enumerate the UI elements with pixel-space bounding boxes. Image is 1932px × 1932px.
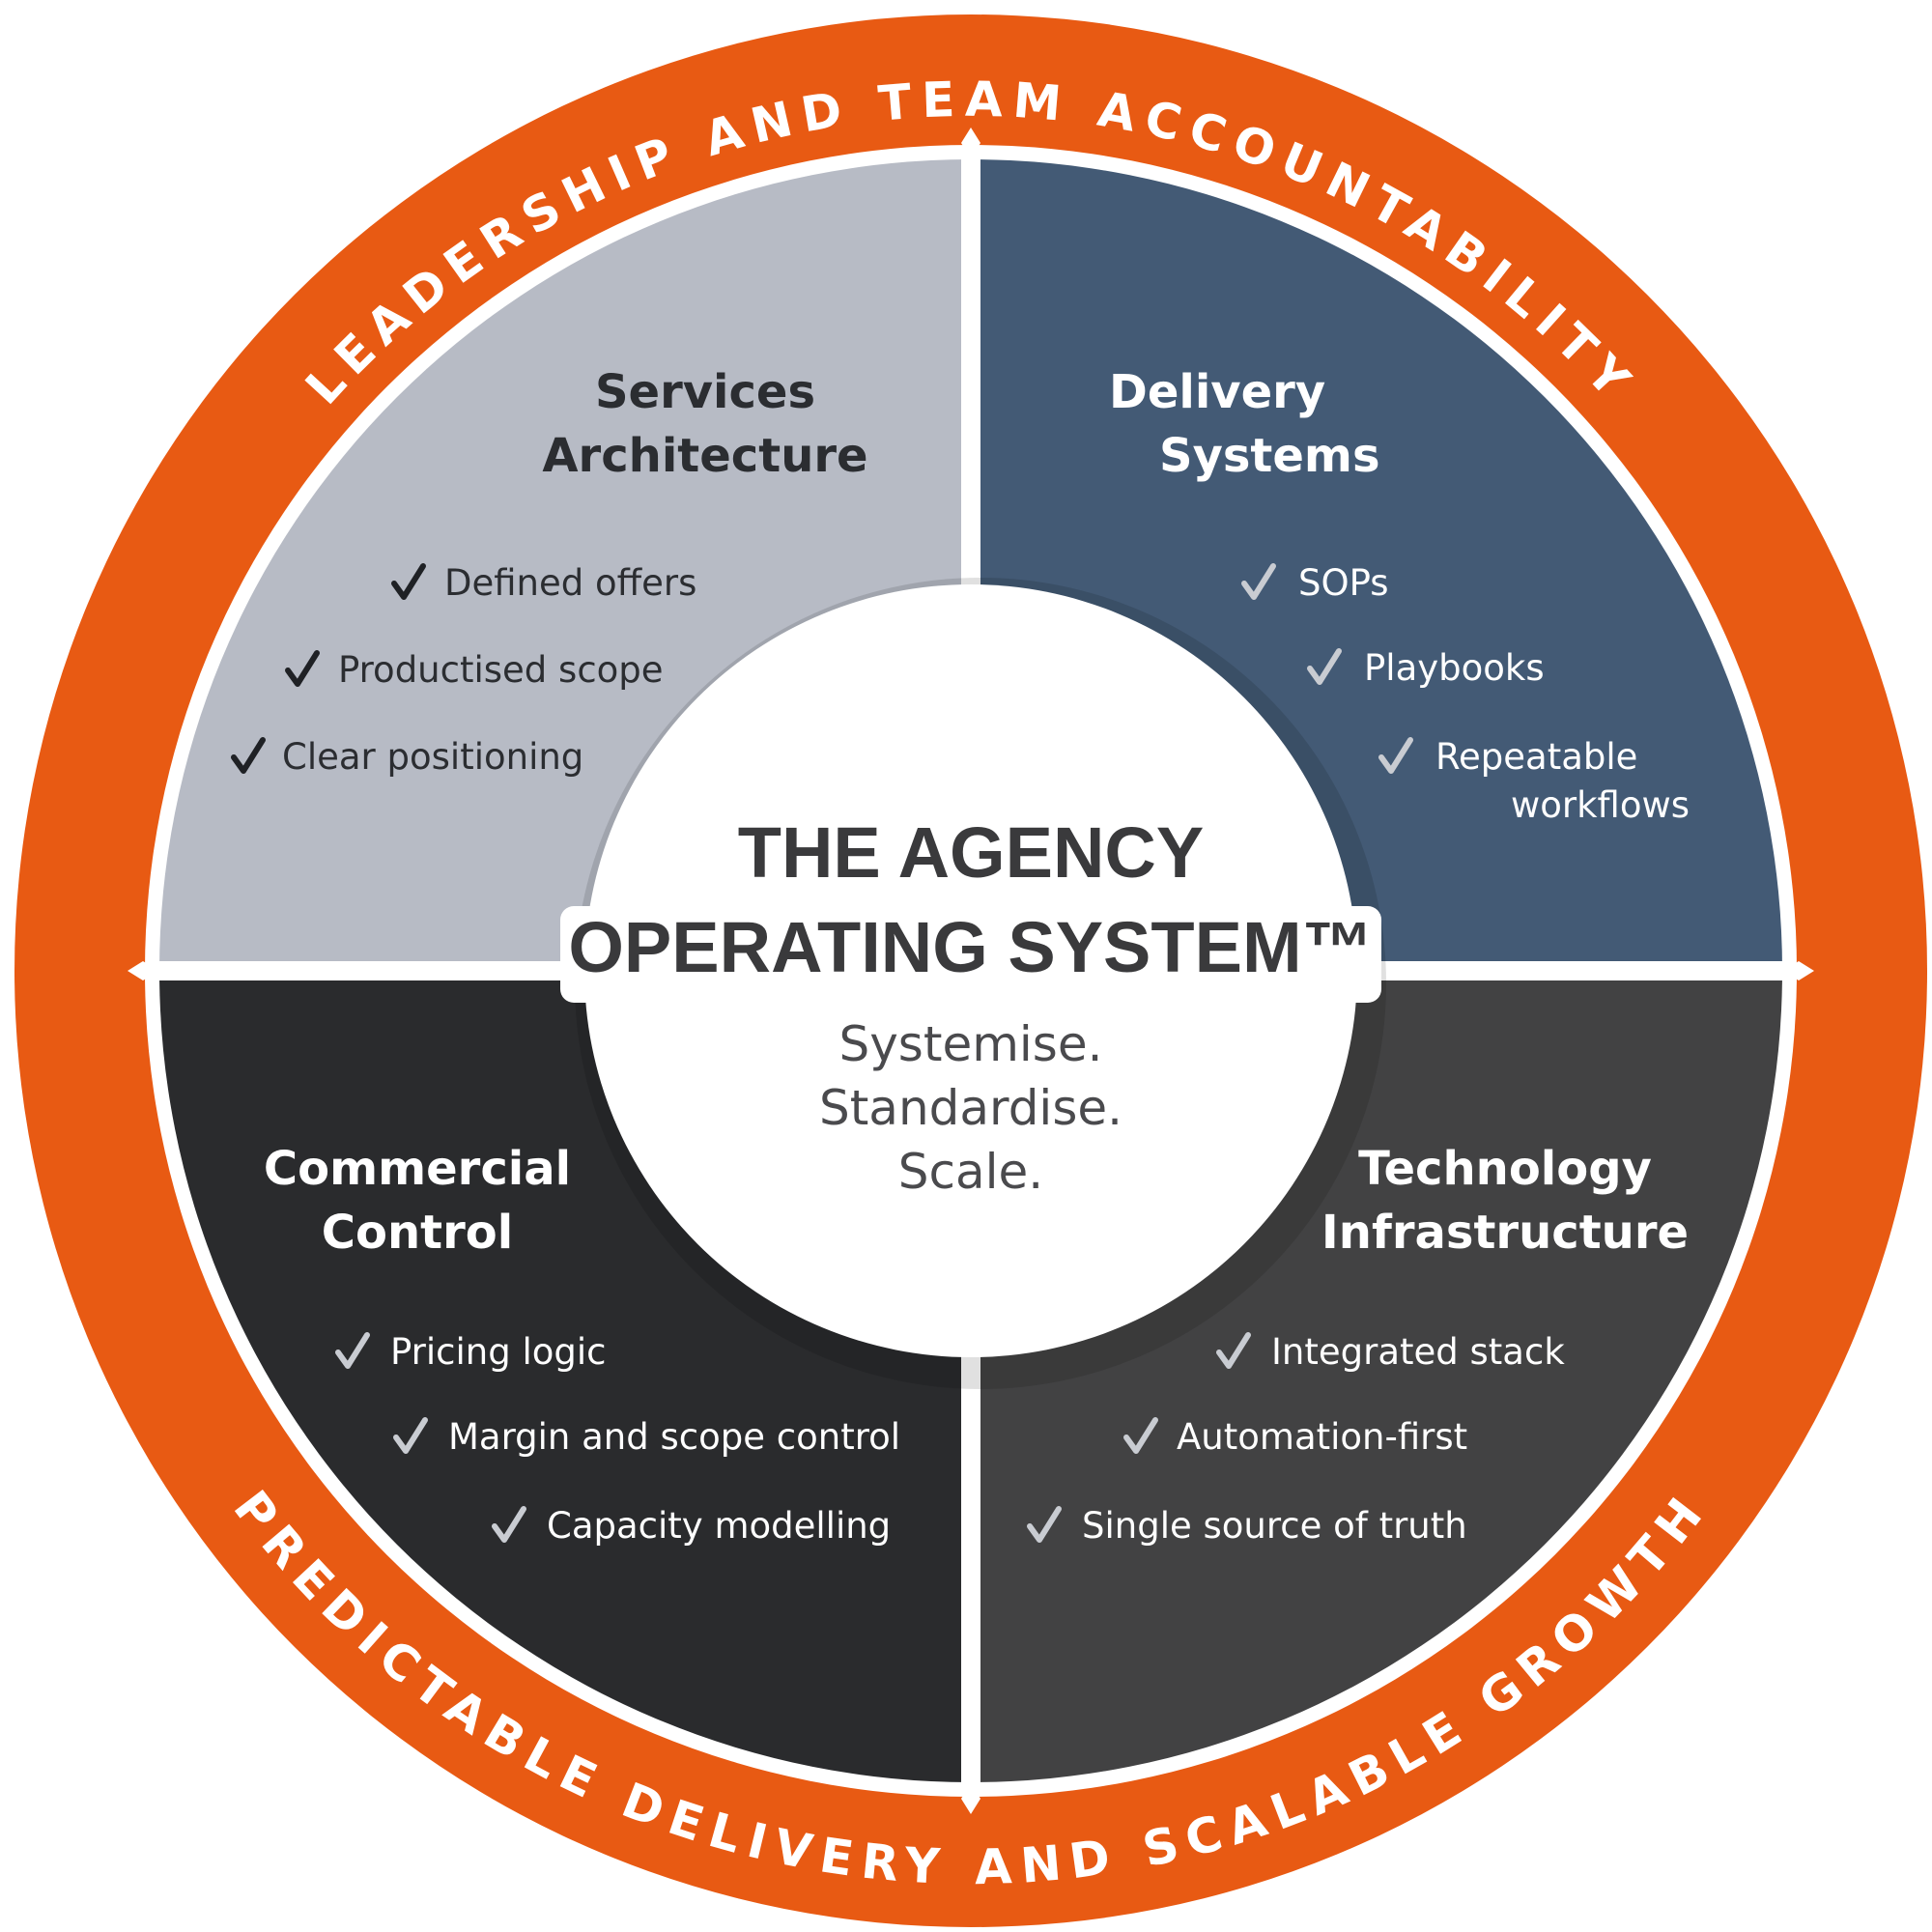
core-tagline-1: Systemise. [838,1016,1102,1072]
services-item-2: Productised scope [288,649,664,691]
svg-text:Defined offers: Defined offers [444,562,696,604]
services-title-line1: Services [595,365,815,419]
core-tagline-2: Standardise. [819,1080,1122,1136]
technology-item-3: Single source of truth [1030,1505,1467,1547]
technology-infrastructure-block: Technology Infrastructure Integrated sta… [1030,1142,1689,1547]
svg-text:Repeatable: Repeatable [1435,736,1637,778]
svg-text:Integrated stack: Integrated stack [1271,1331,1565,1373]
technology-item-2: Automation-first [1126,1416,1467,1458]
commercial-title-line2: Control [322,1206,513,1260]
technology-item-1: Integrated stack [1219,1331,1565,1373]
services-item-1: Defined offers [394,562,696,604]
svg-text:Productised scope: Productised scope [338,649,664,691]
svg-text:Capacity modelling: Capacity modelling [547,1505,891,1547]
technology-title-line2: Infrastructure [1321,1206,1689,1260]
svg-text:Margin and scope control: Margin and scope control [448,1416,900,1458]
commercial-control-block: Commercial Control Pricing logic Margin … [264,1142,900,1547]
svg-text:SOPs: SOPs [1298,562,1389,604]
svg-text:Pricing logic: Pricing logic [390,1331,607,1373]
core-tagline-3: Scale. [898,1144,1043,1200]
delivery-systems-block: Delivery Systems SOPs Playbooks Repeatab… [1109,365,1690,826]
commercial-item-1: Pricing logic [338,1331,607,1373]
core-title-line1: THE AGENCY [738,812,1204,893]
delivery-title-line1: Delivery [1109,365,1325,419]
core-title-line2-backdrop [560,906,1381,1003]
delivery-item-1: SOPs [1244,562,1389,604]
technology-title-line1: Technology [1358,1142,1652,1196]
commercial-item-3: Capacity modelling [495,1505,891,1547]
svg-text:workflows: workflows [1511,784,1690,826]
commercial-title-line1: Commercial [264,1142,571,1196]
svg-text:Clear positioning: Clear positioning [282,736,583,778]
core-title-line2: OPERATING SYSTEM™ [568,907,1373,987]
delivery-item-3: Repeatable workflows [1381,736,1690,826]
services-architecture-block: Services Architecture Defined offers Pro… [234,365,868,778]
services-item-3: Clear positioning [234,736,583,778]
svg-text:Automation-first: Automation-first [1177,1416,1467,1458]
svg-text:Single source of truth: Single source of truth [1082,1505,1467,1547]
services-title-line2: Architecture [542,429,867,483]
divider-markers [128,128,1814,1814]
core-title-block: THE AGENCY OPERATING SYSTEM™ Systemise. … [560,812,1381,1200]
delivery-title-line2: Systems [1159,429,1380,483]
svg-text:Playbooks: Playbooks [1364,647,1545,689]
delivery-item-2: Playbooks [1310,647,1545,689]
commercial-item-2: Margin and scope control [396,1416,900,1458]
